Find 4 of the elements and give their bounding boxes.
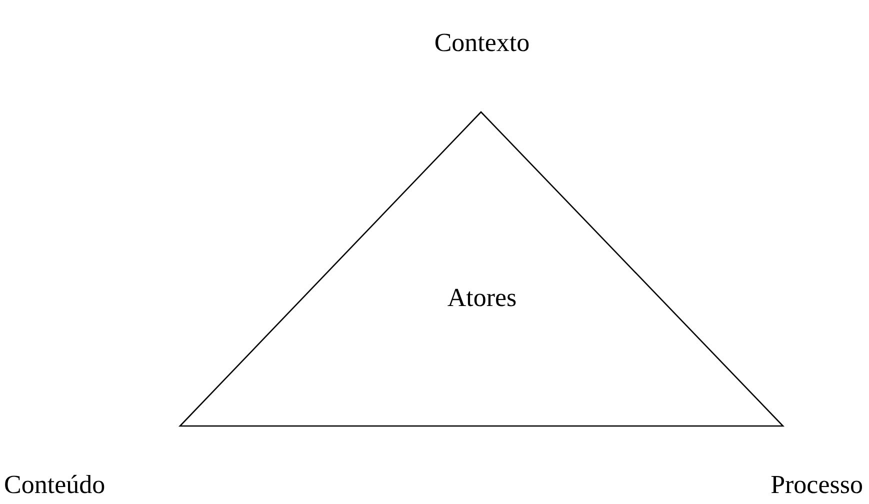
vertex-label: Contexto (434, 28, 530, 58)
vertex-label: Conteúdo (4, 470, 106, 500)
vertex-label: Processo (770, 470, 863, 500)
node-label: Atores (447, 283, 517, 313)
